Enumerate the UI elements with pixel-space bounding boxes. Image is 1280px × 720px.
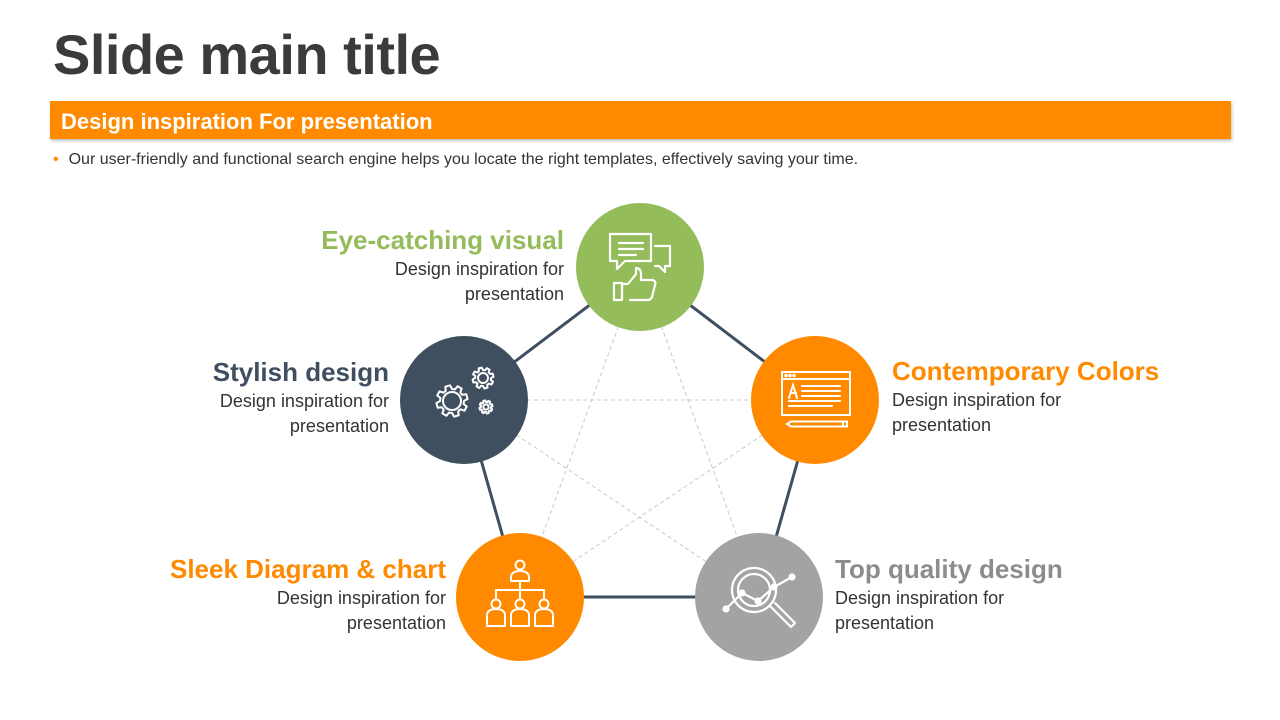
label-top-quality-design: Top quality design Design inspiration fo… [835,554,1255,636]
node-description: Design inspiration for presentation [835,586,1255,636]
org-chart-icon [486,559,554,627]
node-description: Design inspiration for presentation [892,388,1280,438]
gears-icon [435,366,495,418]
node-stylish-design [400,336,528,464]
node-title: Stylish design [212,357,389,387]
node-description-line: Design inspiration for [394,259,564,279]
node-description-line: Design inspiration for [835,588,1005,608]
node-top-quality-design [695,533,823,661]
label-contemporary-colors: Contemporary Colors Design inspiration f… [892,356,1280,438]
node-title: Top quality design [835,554,1063,584]
bullet-point: • Our user-friendly and functional search… [53,151,858,169]
document-text-icon [781,371,851,428]
node-eye-catching-visual [576,203,704,331]
node-description-line: presentation [346,613,446,633]
node-title: Eye-catching visual [321,225,564,255]
bullet-dot-icon: • [53,151,59,168]
node-circle [695,533,823,661]
node-sleek-diagram-chart [456,533,584,661]
node-contemporary-colors [751,336,879,464]
node-description: Design inspiration for presentation [0,389,389,439]
node-title: Sleek Diagram & chart [169,554,446,584]
node-description-line: Design inspiration for [219,391,389,411]
label-eye-catching-visual: Eye-catching visual Design inspiration f… [144,225,564,307]
banner-text: Design inspiration For presentation [61,109,433,134]
node-title: Contemporary Colors [892,356,1160,386]
node-description-line: Design inspiration for [276,588,446,608]
node-description-line: presentation [464,284,564,304]
label-stylish-design: Stylish design Design inspiration for pr… [0,357,389,439]
node-description-line: presentation [835,613,935,633]
node-description-line: Design inspiration for [892,390,1062,410]
node-description: Design inspiration for presentation [144,257,564,307]
node-description-line: presentation [289,416,389,436]
node-description-line: presentation [892,415,992,435]
section-banner: Design inspiration For presentation [50,101,1231,139]
slide-title: Slide main title [53,23,441,86]
magnifier-chart-icon [722,566,797,629]
label-sleek-diagram-chart: Sleek Diagram & chart Design inspiration… [26,554,446,636]
feedback-thumbs-up-icon [608,232,672,302]
node-description: Design inspiration for presentation [26,586,446,636]
node-circle [576,203,704,331]
bullet-text: Our user-friendly and functional search … [68,151,859,168]
